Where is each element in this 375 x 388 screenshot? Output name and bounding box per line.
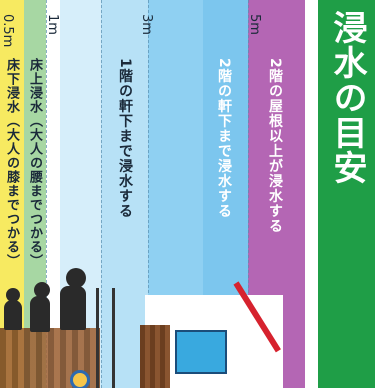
child-person-icon — [4, 300, 22, 330]
life-ring-icon — [70, 370, 90, 388]
post-line — [112, 288, 115, 388]
level-label-floor-1: 1階の軒下まで浸水する — [117, 58, 133, 219]
scale-5m: 5m — [247, 14, 262, 35]
level-label-above-floor: 床上浸水（大人の腰までつかる） — [27, 58, 42, 268]
gridline-5m — [248, 0, 249, 388]
scale-3m: 3m — [139, 14, 154, 35]
gridline-2m — [101, 0, 102, 388]
level-band-floor-1 — [101, 0, 148, 388]
scale-0-5m: 0.5m — [0, 14, 15, 48]
person-head-icon — [6, 288, 20, 302]
person-icon — [30, 296, 50, 332]
gridline-3m — [148, 0, 149, 388]
gridline-1m — [46, 0, 47, 388]
adult-person-icon — [60, 286, 86, 330]
person-head-icon — [34, 282, 50, 298]
post-line — [96, 288, 99, 388]
person-head-icon — [66, 268, 86, 288]
house-shutter — [140, 325, 170, 388]
scale-1m: 1m — [45, 14, 60, 35]
title-band — [318, 0, 375, 388]
house-window — [175, 330, 227, 374]
level-label-roof: 2階の屋根以上が浸水する — [267, 58, 283, 234]
level-label-floor-2: 2階の軒下まで浸水する — [216, 58, 232, 219]
page-title: 浸水の目安 — [327, 10, 367, 185]
level-label-under-floor: 床下浸水（大人の膝までつかる） — [4, 58, 19, 268]
